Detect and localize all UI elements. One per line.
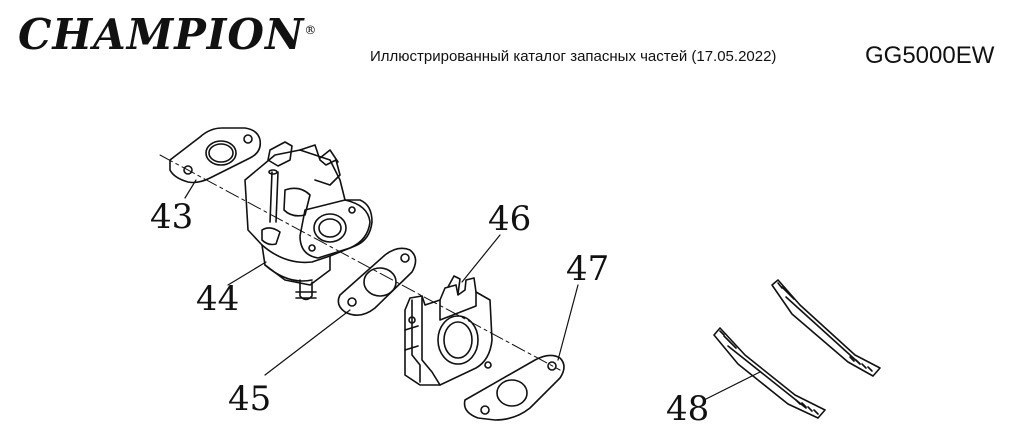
catalog-title: Иллюстрированный каталог запасных частей… (370, 48, 777, 65)
leader-45 (264, 309, 351, 376)
part-48-stud-1 (771, 279, 881, 377)
assembly-axis-line (159, 154, 561, 371)
part-44-carburetor (244, 141, 373, 301)
part-46-insulator (404, 275, 493, 386)
leader-47 (557, 284, 579, 361)
leader-48 (703, 371, 761, 401)
part-48-stud-2 (713, 327, 826, 419)
leader-46 (461, 234, 501, 283)
header: CHAMPION® Иллюстрированный каталог запас… (0, 0, 1025, 90)
callout-44: 44 (196, 279, 239, 319)
leader-43 (184, 179, 197, 199)
callout-43: 43 (150, 197, 193, 237)
leader-44 (227, 261, 267, 286)
callout-46: 46 (488, 199, 531, 239)
brand-logo: CHAMPION® (18, 10, 317, 59)
part-47-gasket (463, 354, 565, 421)
part-45-gasket (337, 247, 417, 316)
registered-mark: ® (304, 23, 318, 37)
part-43-gasket (169, 127, 262, 184)
callout-45: 45 (228, 379, 271, 419)
callout-47: 47 (566, 249, 609, 289)
brand-name: CHAMPION (18, 10, 305, 59)
model-number: GG5000EW (865, 42, 995, 69)
callout-48: 48 (666, 389, 709, 429)
